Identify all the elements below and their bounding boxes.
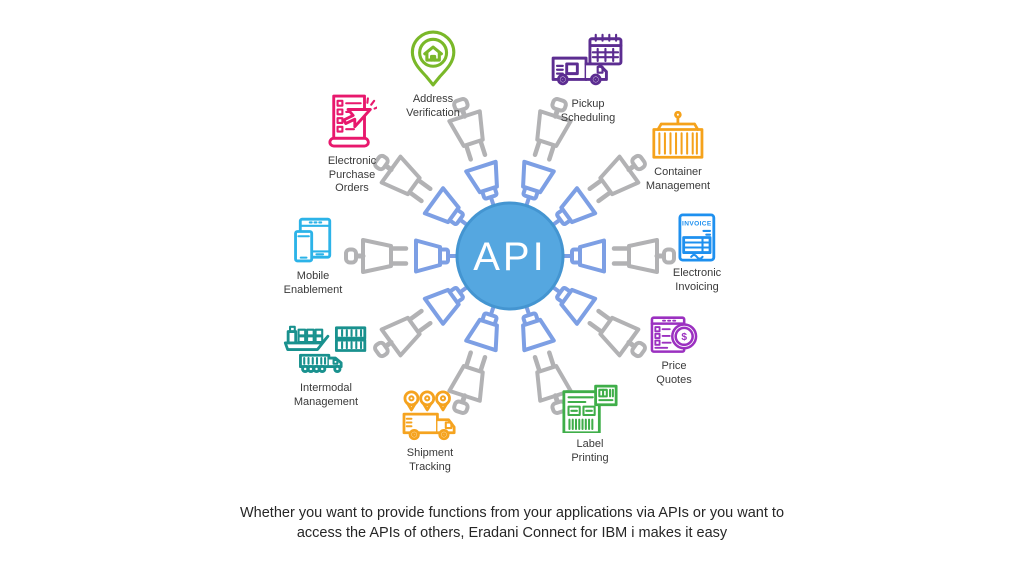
container-management-icon: [652, 111, 704, 159]
socket-connector: [561, 238, 606, 274]
spoke-label: Pickup Scheduling: [560, 98, 616, 124]
svg-text:INVOICE: INVOICE: [682, 220, 712, 227]
spoke-label: Shipment Tracking: [406, 447, 454, 473]
address-verification-icon: [410, 30, 456, 87]
spoke-label-printing: Label Printing: [562, 384, 618, 465]
spoke-intermodal-management: Intermodal Management: [283, 324, 369, 409]
spoke-label: Label Printing: [571, 438, 609, 464]
electronic-invoicing-icon: INVOICE: [678, 213, 716, 262]
spoke-container-management: Container Management: [646, 111, 710, 193]
spoke-label: Intermodal Management: [293, 382, 359, 408]
spoke-label: Container Management: [645, 166, 711, 192]
plug-connector: [346, 240, 406, 272]
plug-connector: [368, 304, 435, 365]
svg-text:$: $: [681, 332, 687, 343]
electronic-purchase-orders-icon: [328, 94, 377, 148]
spoke-shipment-tracking: Shipment Tracking: [402, 390, 458, 474]
spoke-label: Price Quotes: [656, 360, 692, 386]
spoke-label: Electronic Invoicing: [672, 267, 722, 293]
spoke-electronic-invoicing: INVOICE Electronic Invoicing: [673, 213, 721, 294]
spoke-address-verification: Address Verification: [406, 30, 460, 120]
shipment-tracking-icon: [402, 390, 456, 441]
price-quotes-icon: $: [650, 316, 698, 353]
spoke-label: Electronic Purchase Orders: [327, 155, 377, 194]
plug-connector: [585, 304, 652, 365]
spoke-pickup-scheduling: Pickup Scheduling: [551, 31, 625, 125]
caption: Whether you want to provide functions fr…: [239, 505, 785, 541]
spoke-electronic-purchase-orders: Electronic Purchase Orders: [327, 94, 377, 196]
intermodal-management-icon: [283, 325, 367, 374]
api-circle: [455, 201, 565, 311]
mobile-enablement-icon: [294, 217, 332, 263]
plug-connector: [585, 147, 652, 208]
spoke-label: Mobile Enablement: [283, 270, 343, 296]
pickup-scheduling-icon: [551, 33, 623, 86]
api-label: API: [473, 235, 546, 279]
label-printing-icon: [562, 384, 618, 433]
socket-connector: [414, 238, 459, 274]
spoke-price-quotes: $ Price Quotes: [650, 316, 698, 387]
spoke-mobile-enablement: Mobile Enablement: [283, 217, 343, 297]
spoke-label: Address Verification: [406, 93, 460, 119]
plug-connector: [368, 147, 435, 208]
plug-connector: [614, 240, 674, 272]
